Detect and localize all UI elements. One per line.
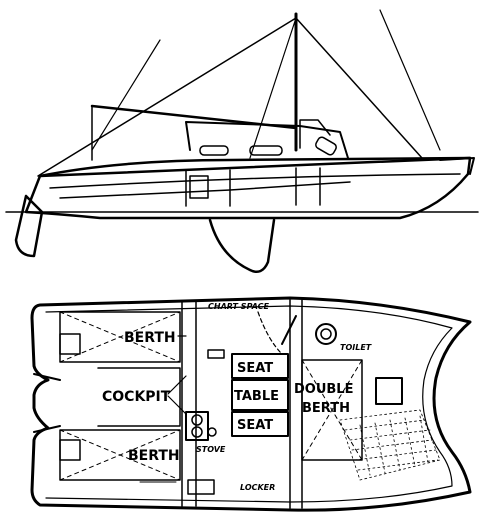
- leader: [167, 375, 187, 395]
- cabin-top: [185, 121, 349, 159]
- label-stove: STOVE: [196, 445, 226, 454]
- deck-edge: [45, 305, 453, 503]
- companionway: [189, 175, 209, 199]
- bow: [439, 157, 475, 175]
- toilet-seat: [320, 328, 332, 340]
- deck-sheer: [38, 156, 472, 178]
- stove-unit: [185, 411, 209, 441]
- jib-stay: [379, 9, 441, 151]
- label-berth-double: BERTH: [302, 401, 350, 416]
- seat-bottom-box: [231, 411, 289, 437]
- transom: [33, 373, 61, 433]
- chart-diagonal: [281, 315, 297, 345]
- rudder: [14, 194, 44, 258]
- label-berth-top: BERTH: [124, 330, 176, 346]
- cabin-window: [315, 136, 337, 156]
- rubbing-strake: [49, 173, 461, 189]
- hatch: [59, 439, 81, 461]
- label-seat-bottom: SEAT: [237, 418, 273, 433]
- forestay: [295, 17, 423, 159]
- step: [207, 349, 225, 359]
- hull-outline: [30, 296, 472, 512]
- plan-view: [30, 296, 472, 512]
- label-locker: LOCKER: [240, 483, 275, 492]
- pulpit: [299, 119, 331, 149]
- netting: [339, 409, 441, 481]
- hatch: [59, 333, 81, 355]
- topping-lift: [91, 39, 161, 151]
- leader: [167, 395, 187, 415]
- table-box: [231, 379, 289, 411]
- burner: [191, 414, 203, 426]
- side-profile: [5, 9, 479, 273]
- double-berth-area: [301, 359, 363, 461]
- toilet-bowl: [315, 323, 337, 345]
- forward-hatch: [375, 377, 403, 405]
- locker-box: [187, 479, 215, 495]
- cabin-window: [249, 145, 283, 156]
- seat-top-box: [231, 353, 289, 379]
- label-berth-bottom: BERTH: [128, 448, 180, 464]
- label-seat-top: SEAT: [237, 361, 273, 376]
- label-cockpit: COCKPIT: [102, 389, 171, 405]
- cabin-window: [199, 145, 229, 156]
- label-toilet: TOILET: [340, 343, 372, 352]
- stove-knob: [207, 427, 217, 437]
- backstay: [37, 17, 297, 177]
- shroud: [249, 17, 297, 159]
- chart-space-arc: [257, 311, 283, 355]
- label-chart-space: CHART SPACE: [208, 302, 270, 311]
- label-double: DOUBLE: [294, 382, 353, 397]
- hull: [24, 156, 472, 220]
- keel: [208, 218, 276, 273]
- cockpit-outline: [97, 367, 181, 427]
- label-table: TABLE: [234, 389, 279, 404]
- burner: [191, 426, 203, 438]
